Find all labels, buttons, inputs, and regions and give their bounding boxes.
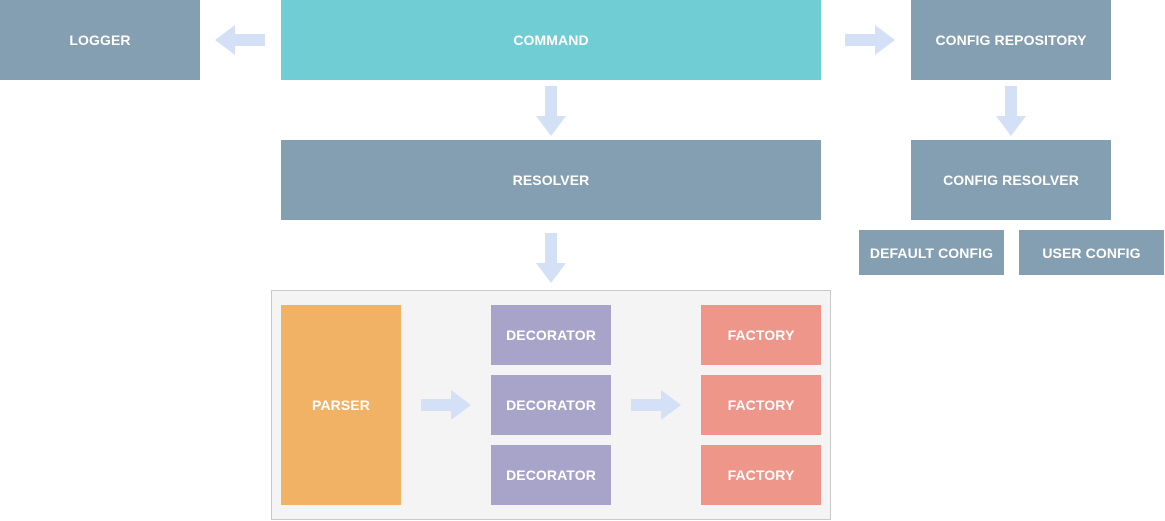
decorator-node-3: DECORATOR	[491, 445, 611, 505]
decorator-label: DECORATOR	[506, 467, 596, 483]
user-config-label: USER CONFIG	[1042, 244, 1141, 261]
parser-label: PARSER	[312, 397, 370, 413]
user-config-node: USER CONFIG	[1019, 230, 1164, 275]
decorator-label: DECORATOR	[506, 397, 596, 413]
arrow-shape	[631, 390, 681, 420]
logger-label: LOGGER	[69, 32, 131, 48]
arrow-shape	[421, 390, 471, 420]
default-config-label: DEFAULT CONFIG	[869, 244, 994, 261]
arrow-shape	[996, 86, 1026, 136]
arrow-shape	[536, 86, 566, 136]
arrow-down-icon	[536, 233, 566, 283]
factory-node-2: FACTORY	[701, 375, 821, 435]
config-resolver-node: CONFIG RESOLVER	[911, 140, 1111, 220]
config-resolver-label: CONFIG RESOLVER	[943, 172, 1079, 188]
arrow-shape	[845, 25, 895, 55]
arrow-right-icon	[845, 25, 895, 55]
arrow-shape	[536, 233, 566, 283]
parser-node: PARSER	[281, 305, 401, 505]
resolver-node: RESOLVER	[281, 140, 821, 220]
logger-node: LOGGER	[0, 0, 200, 80]
config-repository-node: CONFIG REPOSITORY	[911, 0, 1111, 80]
factory-node-3: FACTORY	[701, 445, 821, 505]
decorator-label: DECORATOR	[506, 327, 596, 343]
decorator-node-2: DECORATOR	[491, 375, 611, 435]
resolver-label: RESOLVER	[512, 172, 590, 188]
factory-label: FACTORY	[727, 467, 795, 483]
arrow-shape	[215, 25, 265, 55]
arrow-down-icon	[996, 86, 1026, 136]
arrow-right-icon	[631, 390, 681, 420]
command-node: COMMAND	[281, 0, 821, 80]
arrow-right-icon	[421, 390, 471, 420]
arrow-down-icon	[536, 86, 566, 136]
default-config-node: DEFAULT CONFIG	[859, 230, 1004, 275]
factory-label: FACTORY	[727, 327, 795, 343]
factory-node-1: FACTORY	[701, 305, 821, 365]
decorator-node-1: DECORATOR	[491, 305, 611, 365]
factory-label: FACTORY	[727, 397, 795, 413]
command-label: COMMAND	[513, 32, 589, 48]
config-repository-label: CONFIG REPOSITORY	[935, 32, 1087, 48]
arrow-left-icon	[215, 25, 265, 55]
